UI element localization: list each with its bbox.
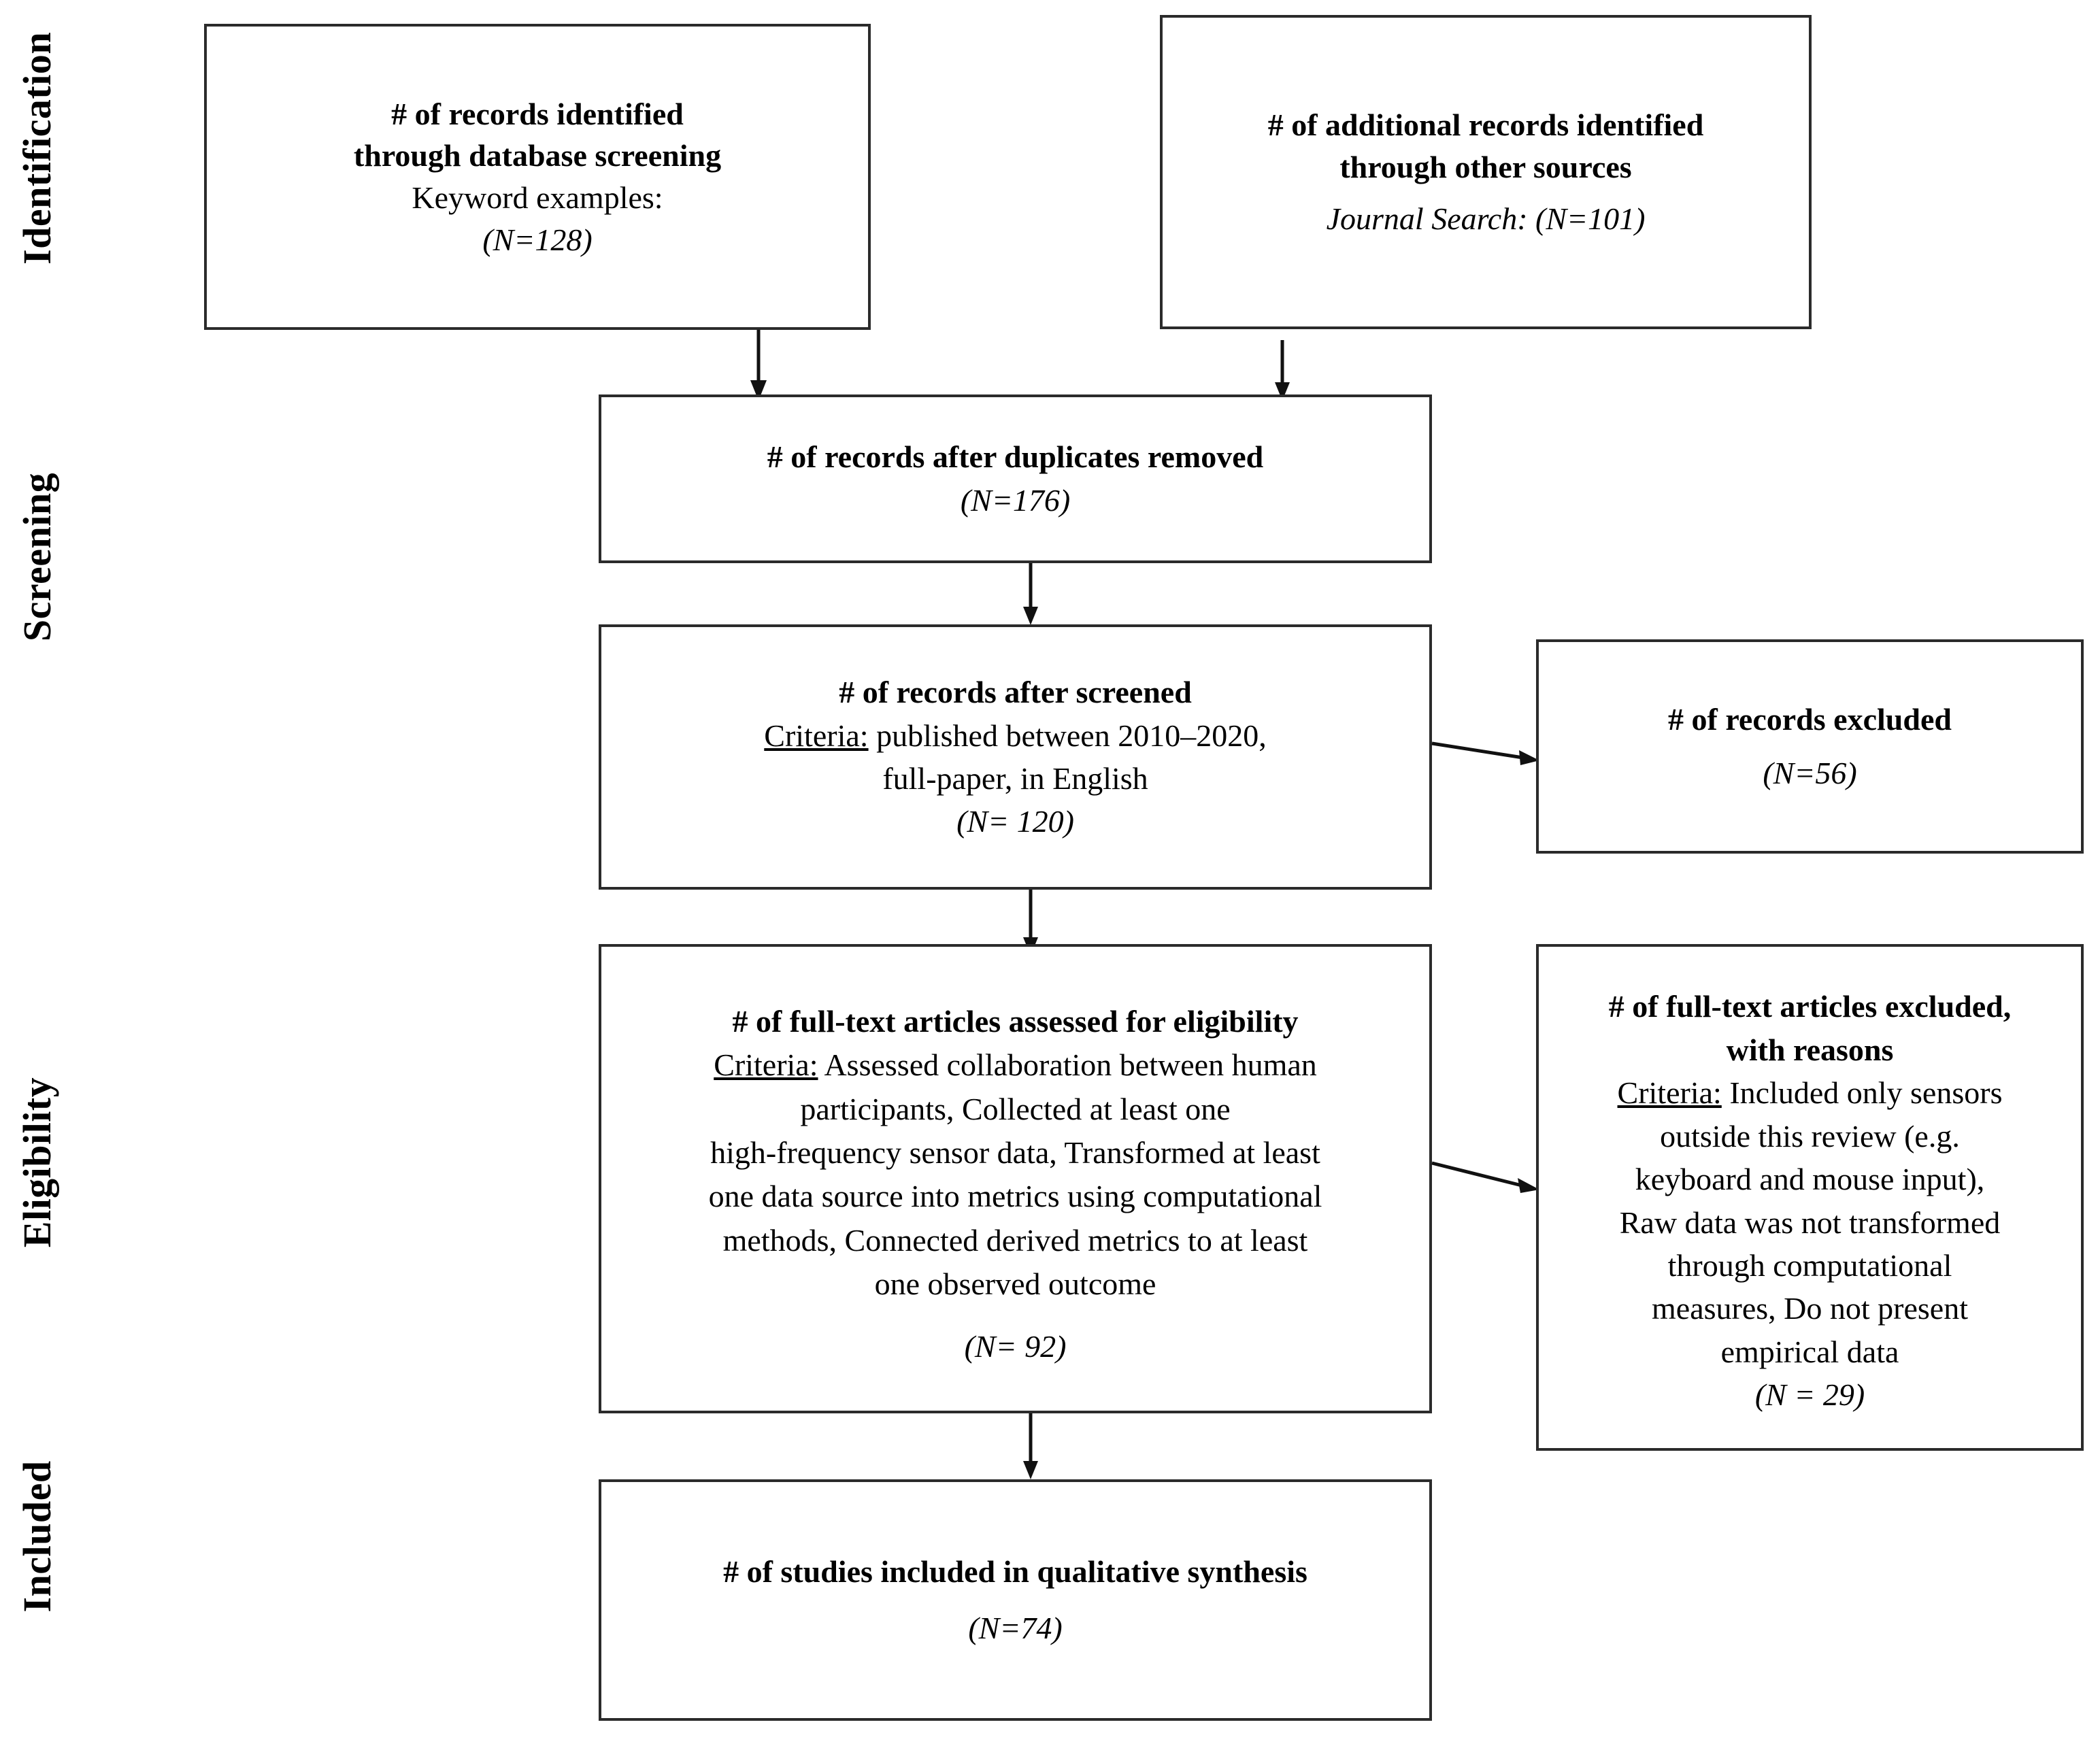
- records-screened-criteria-line1: Criteria: published between 2010–2020,: [614, 714, 1417, 757]
- box-records-excluded: # of records excluded (N=56): [1536, 639, 2084, 854]
- stage-label-included: Included: [15, 1434, 59, 1638]
- box-records-after-duplicates-removed: # of records after duplicates removed (N…: [599, 394, 1432, 563]
- records-screened-criteria-line2: full-paper, in English: [882, 761, 1148, 796]
- stage-label-screening-text: Screening: [15, 472, 59, 642]
- fulltext-assessed-criteria-line2: participants, Collected at least one: [800, 1091, 1231, 1126]
- fulltext-excluded-title-line2: with reasons: [1726, 1032, 1894, 1067]
- fulltext-excluded-criteria-line2: outside this review (e.g.: [1660, 1118, 1960, 1154]
- box-records-identified-other-sources: # of additional records identified throu…: [1160, 15, 1812, 329]
- fulltext-assessed-criteria-label: Criteria:: [714, 1047, 818, 1083]
- records-screened-title: # of records after screened: [839, 675, 1192, 710]
- fulltext-assessed-criteria-line5: methods, Connected derived metrics to at…: [722, 1222, 1308, 1258]
- duplicates-removed-title: # of records after duplicates removed: [767, 439, 1264, 474]
- arrow-other-sources-to-duplicates: [1275, 340, 1290, 401]
- fulltext-assessed-criteria-text1: Assessed collaboration between human: [818, 1047, 1317, 1083]
- records-database-count: (N=128): [482, 222, 593, 257]
- fulltext-assessed-criteria-line4: one data source into metrics using compu…: [708, 1179, 1322, 1214]
- fulltext-assessed-criteria-line6: one observed outcome: [874, 1266, 1156, 1302]
- fulltext-excluded-criteria-line3: keyboard and mouse input),: [1635, 1162, 1985, 1197]
- records-screened-criteria-text1: published between 2010–2020,: [868, 718, 1267, 753]
- duplicates-removed-count: (N=176): [960, 483, 1071, 518]
- fulltext-excluded-title-line1: # of full-text articles excluded,: [1608, 989, 2012, 1024]
- arrow-fulltext-assessed-to-excluded: [1431, 1161, 1539, 1193]
- records-other-title-line2: through other sources: [1339, 149, 1632, 184]
- studies-included-title: # of studies included in qualitative syn…: [723, 1553, 1307, 1589]
- records-database-title-line2: through database screening: [353, 138, 722, 173]
- fulltext-assessed-count: (N= 92): [964, 1328, 1067, 1364]
- fulltext-excluded-criteria-label: Criteria:: [1617, 1075, 1722, 1111]
- fulltext-assessed-criteria-line1: Criteria: Assessed collaboration between…: [614, 1043, 1417, 1087]
- fulltext-excluded-criteria-line5: through computational: [1667, 1247, 1952, 1283]
- records-screened-criteria-label: Criteria:: [764, 718, 869, 753]
- box-records-identified-database: # of records identified through database…: [204, 24, 871, 330]
- fulltext-excluded-criteria-line7: empirical data: [1720, 1334, 1899, 1369]
- records-screened-count: (N= 120): [956, 804, 1074, 839]
- records-database-title-line1: # of records identified: [391, 96, 684, 131]
- box-fulltext-articles-excluded: # of full-text articles excluded, with r…: [1536, 944, 2084, 1451]
- fulltext-excluded-count: (N = 29): [1754, 1377, 1865, 1413]
- stage-label-included-text: Included: [15, 1460, 59, 1613]
- box-fulltext-articles-assessed: # of full-text articles assessed for eli…: [599, 944, 1432, 1413]
- arrow-database-to-duplicates: [750, 330, 767, 401]
- records-other-detail: Journal Search: (N=101): [1326, 201, 1646, 236]
- fulltext-excluded-criteria-line4: Raw data was not transformed: [1619, 1205, 2001, 1240]
- box-records-after-screened: # of records after screened Criteria: pu…: [599, 624, 1432, 890]
- stage-label-identification-text: Identification: [15, 31, 59, 265]
- studies-included-count: (N=74): [968, 1611, 1063, 1646]
- stage-label-screening: Screening: [15, 455, 59, 659]
- records-excluded-count: (N=56): [1763, 755, 1857, 790]
- fulltext-excluded-criteria-text1: Included only sensors: [1721, 1075, 2003, 1111]
- arrow-fulltext-assessed-to-studies-included: [1023, 1413, 1038, 1479]
- stage-label-eligibility: Eligibility: [15, 1060, 59, 1264]
- fulltext-assessed-criteria-line3: high-frequency sensor data, Transformed …: [710, 1135, 1320, 1171]
- arrow-screened-to-records-excluded: [1431, 741, 1539, 765]
- fulltext-excluded-criteria-line1: Criteria: Included only sensors: [1551, 1071, 2069, 1114]
- stage-label-identification: Identification: [15, 32, 59, 265]
- arrow-duplicates-to-screened: [1023, 563, 1038, 625]
- records-excluded-title: # of records excluded: [1668, 701, 1952, 737]
- records-database-detail: Keyword examples:: [412, 180, 663, 215]
- fulltext-assessed-title: # of full-text articles assessed for eli…: [732, 1003, 1299, 1039]
- records-other-title-line1: # of additional records identified: [1267, 107, 1704, 143]
- stage-label-eligibility-text: Eligibility: [15, 1077, 59, 1248]
- box-studies-included-qualitative-synthesis: # of studies included in qualitative syn…: [599, 1479, 1432, 1721]
- fulltext-excluded-criteria-line6: measures, Do not present: [1652, 1291, 1968, 1326]
